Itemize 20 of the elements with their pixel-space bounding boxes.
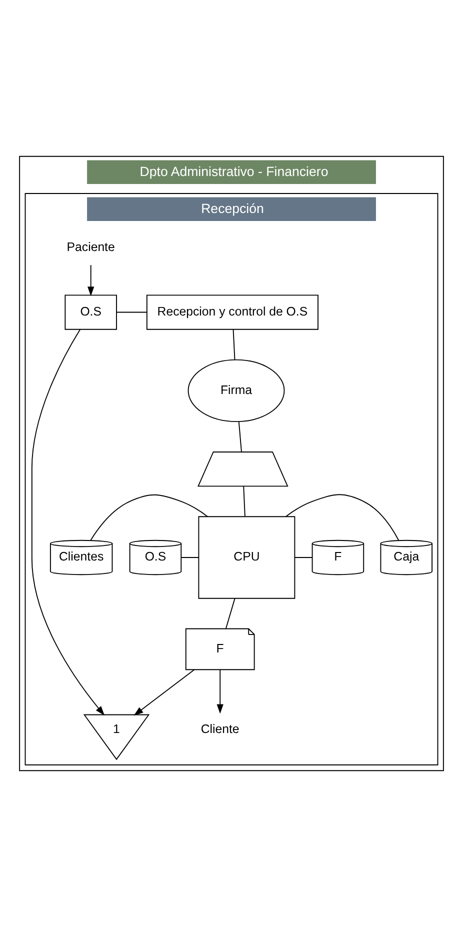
node-box: O.S: [64, 294, 117, 330]
arrow: [31, 328, 105, 715]
node-text: Paciente: [66, 239, 115, 254]
node-box: Recepcion y control de O.S: [146, 294, 318, 330]
connector: [243, 485, 246, 516]
connector: [181, 556, 200, 558]
node-text: Cliente: [200, 721, 240, 736]
connector: [238, 420, 242, 452]
connector: [225, 598, 236, 629]
arrow: [216, 669, 224, 714]
node-ellipse: Firma: [188, 358, 285, 422]
connector: [116, 311, 148, 312]
connector: [90, 494, 208, 540]
arrow: [134, 668, 195, 716]
connector: [294, 556, 312, 558]
arrow: [88, 264, 94, 296]
connector: [232, 328, 236, 360]
node-box: CPU: [198, 516, 296, 598]
node-trapezium: [198, 451, 288, 486]
connector: [285, 494, 400, 540]
